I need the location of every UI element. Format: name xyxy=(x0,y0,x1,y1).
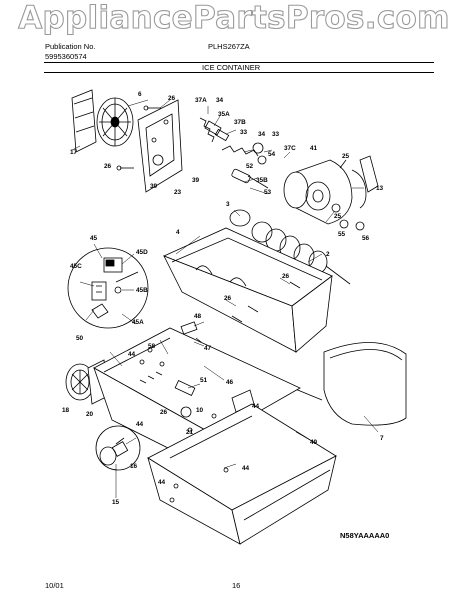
callout-label: 25 xyxy=(334,213,342,220)
chute-door-part xyxy=(323,342,407,426)
section-title: ICE CONTAINER xyxy=(202,63,261,72)
drive-motor-part xyxy=(283,155,379,231)
callout-label: 45B xyxy=(136,287,148,294)
callout-label: 58 xyxy=(148,343,156,350)
callout-label: 33 xyxy=(240,129,248,136)
callout-label: 26 xyxy=(224,295,232,302)
footer-page-number: 16 xyxy=(232,581,241,590)
header-rule-bottom xyxy=(44,72,434,73)
callout-label: 56 xyxy=(362,235,370,242)
callout-label: 37B xyxy=(234,119,246,126)
callout-label: 44 xyxy=(128,351,136,358)
callout-label: 45C xyxy=(70,263,82,270)
callout-label: 41 xyxy=(310,145,318,152)
callout-label: 54 xyxy=(268,151,276,158)
publication-label: Publication No. xyxy=(45,42,96,51)
footer-date: 10/01 xyxy=(45,581,64,590)
screws xyxy=(116,105,165,367)
callout-label: 34 xyxy=(258,131,266,138)
switch-detail-part xyxy=(67,247,149,329)
header-rule-top xyxy=(44,62,434,63)
callout-label: 44 xyxy=(158,479,166,486)
callout-label: 35A xyxy=(218,111,230,118)
drawing-code: N58YAAAAA0 xyxy=(340,531,389,540)
callout-label: 10 xyxy=(196,407,204,414)
gear-linkage-part xyxy=(199,117,269,189)
callout-label: 6 xyxy=(138,91,142,98)
callout-label: 7 xyxy=(380,435,384,442)
callout-label: 44 xyxy=(242,465,250,472)
callout-label: 26 xyxy=(168,95,176,102)
callout-label: 25 xyxy=(342,153,350,160)
callout-label: 48 xyxy=(194,313,202,320)
callout-label: 26 xyxy=(160,409,168,416)
callout-label: 47 xyxy=(204,345,212,352)
callout-label: 3 xyxy=(226,201,230,208)
callout-label: 16 xyxy=(130,463,138,470)
callout-label: 39 xyxy=(192,177,200,184)
callout-label: 46 xyxy=(226,379,234,386)
callout-label: 44 xyxy=(136,421,144,428)
publication-number: 5995360574 xyxy=(45,52,87,61)
callout-label: 52 xyxy=(246,163,254,170)
callout-label: 53 xyxy=(264,189,272,196)
callout-label: 23 xyxy=(174,189,182,196)
callout-label: 17 xyxy=(70,149,78,156)
callout-label: 37A xyxy=(195,97,207,104)
light-bulb-part xyxy=(95,425,141,471)
callout-label: 49 xyxy=(310,439,318,446)
callout-label: 18 xyxy=(62,407,70,414)
callout-label: 37C xyxy=(284,145,296,152)
callout-label: 44 xyxy=(252,403,260,410)
callout-label: 20 xyxy=(86,411,94,418)
callout-label: 45A xyxy=(132,319,144,326)
watermark: AppliancePartsPros.com xyxy=(18,0,450,37)
callout-label: 35B xyxy=(256,177,268,184)
callout-label: 45D xyxy=(136,249,148,256)
callout-label: 4 xyxy=(176,229,180,236)
callout-label: 21 xyxy=(186,429,194,436)
model-number: PLHS267ZA xyxy=(208,42,250,51)
callout-label: 2 xyxy=(326,251,330,258)
base-frame-part xyxy=(147,403,337,545)
callout-label: 13 xyxy=(376,185,384,192)
callout-label: 39 xyxy=(150,183,158,190)
leader-lines xyxy=(71,99,379,498)
callout-label: 45 xyxy=(90,235,98,242)
callout-label: 26 xyxy=(104,163,112,170)
callout-label: 34 xyxy=(216,97,224,104)
callout-label: 26 xyxy=(282,273,290,280)
callout-label: 50 xyxy=(76,335,84,342)
callout-label: 51 xyxy=(200,377,208,384)
callout-label: 55 xyxy=(338,231,346,238)
fan-blade-part xyxy=(71,89,134,153)
callout-label: 33 xyxy=(272,131,280,138)
callout-label: 15 xyxy=(112,499,120,506)
ice-bucket-part xyxy=(162,227,333,353)
callout-labels: 6 26 37A 34 35A 37B 34 33 17 33 37C 54 4… xyxy=(62,91,384,506)
mounting-bracket-part xyxy=(137,99,183,193)
